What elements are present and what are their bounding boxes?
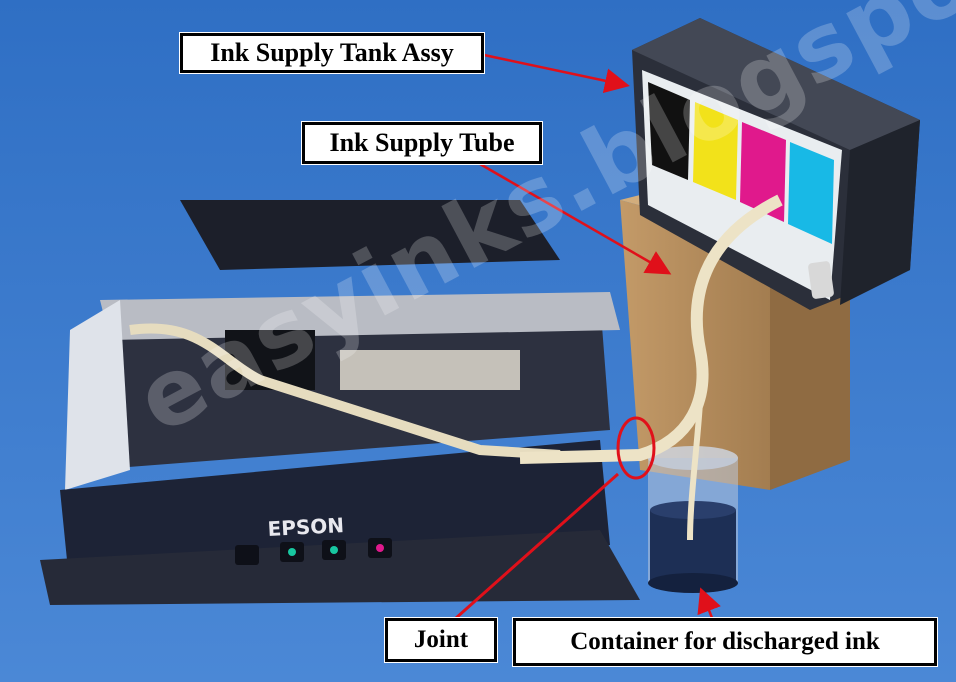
printer-brand: EPSON [267,513,345,541]
label-ink-supply-tube: Ink Supply Tube [302,122,542,164]
power-button [235,545,259,565]
cartridge-black [648,82,690,180]
ink-supply-tube [519,194,783,541]
cartridge-cyan [788,142,834,244]
joint-highlight [616,416,656,480]
arrow-tube [479,162,672,275]
internal-ribbon-cable [129,323,561,460]
printer-body [40,200,640,605]
arrow-joint [455,472,619,620]
control-panel [235,538,392,565]
label-ink-supply-tank: Ink Supply Tank Assy [180,33,484,73]
label-joint: Joint [385,618,497,662]
callout-arrows [455,53,721,620]
tank-latch [808,261,834,299]
arrow-container [697,587,721,619]
label-discharge-container: Container for discharged ink [513,618,937,666]
arrow-tank [483,53,630,94]
cartridge-yellow [693,102,738,200]
